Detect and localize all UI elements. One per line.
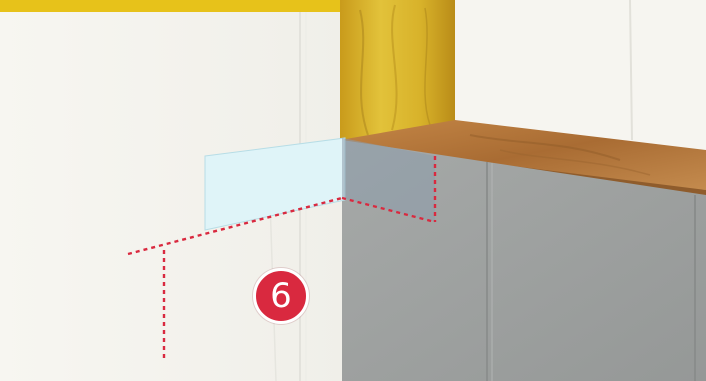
step-number-label: 6 xyxy=(270,279,292,313)
wood-stud xyxy=(340,0,455,140)
step-number-badge: 6 xyxy=(253,268,309,324)
